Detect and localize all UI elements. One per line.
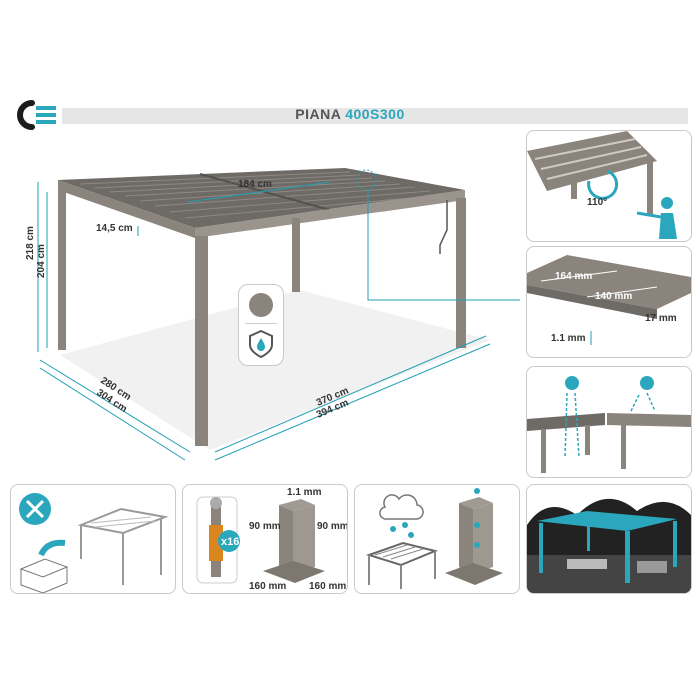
base-left-label: 160 mm <box>249 581 286 592</box>
title-model: PIANA <box>295 106 341 122</box>
dim-total-height: 218 cm <box>25 226 36 260</box>
panel-slat-profile: 164 mm 140 mm 17 mm 1.1 mm <box>526 246 692 358</box>
leg-front-left <box>195 236 208 446</box>
panel-assembly <box>10 484 176 594</box>
floor-shadow <box>60 290 490 450</box>
water-resistant-icon <box>249 329 273 359</box>
color-swatch-panel <box>238 284 284 366</box>
dim-beam-height: 14,5 cm <box>96 223 133 234</box>
sun-icon-2 <box>640 376 654 390</box>
pergola-main-drawing: 184 cm 14,5 cm 218 cm 204 cm 280 cm 304 … <box>25 168 520 461</box>
base-right-label: 160 mm <box>309 581 346 592</box>
slat-thickness-label: 1.1 mm <box>551 333 586 344</box>
bolts-count: x16 <box>221 536 239 548</box>
color-swatch <box>249 293 273 317</box>
post-side-left-label: 90 mm <box>249 521 281 532</box>
panel-sun-ventilation <box>526 366 692 478</box>
dimension-lines <box>37 169 520 461</box>
leg-front-right <box>456 198 466 348</box>
header-bar <box>62 108 688 124</box>
leg-back-right <box>292 218 300 292</box>
dim-clear-height: 204 cm <box>36 244 47 278</box>
post-thickness-label: 1.1 mm <box>287 487 322 498</box>
post-side-right-label: 90 mm <box>317 521 347 532</box>
page-title: PIANA 400S300 <box>0 106 700 122</box>
panel-post-dimensions: x16 1.1 mm 90 mm 90 mm 160 mm 160 mm <box>182 484 348 594</box>
leg-back-left <box>58 188 66 350</box>
angle-label: 110° <box>587 197 607 208</box>
panel-drainage <box>354 484 520 594</box>
brand-logo <box>17 100 56 130</box>
slat-width-label: 164 mm <box>555 271 592 282</box>
dim-top-width: 184 cm <box>238 179 272 190</box>
cloud-icon <box>379 494 424 520</box>
slat-inner-label: 140 mm <box>595 291 632 302</box>
sun-icon <box>565 376 579 390</box>
title-code: 400S300 <box>345 106 405 122</box>
panel-slat-rotation: 110° <box>526 130 692 242</box>
slat-height-label: 17 mm <box>645 313 677 324</box>
crank-rod <box>439 200 448 254</box>
panel-scene <box>526 484 692 594</box>
